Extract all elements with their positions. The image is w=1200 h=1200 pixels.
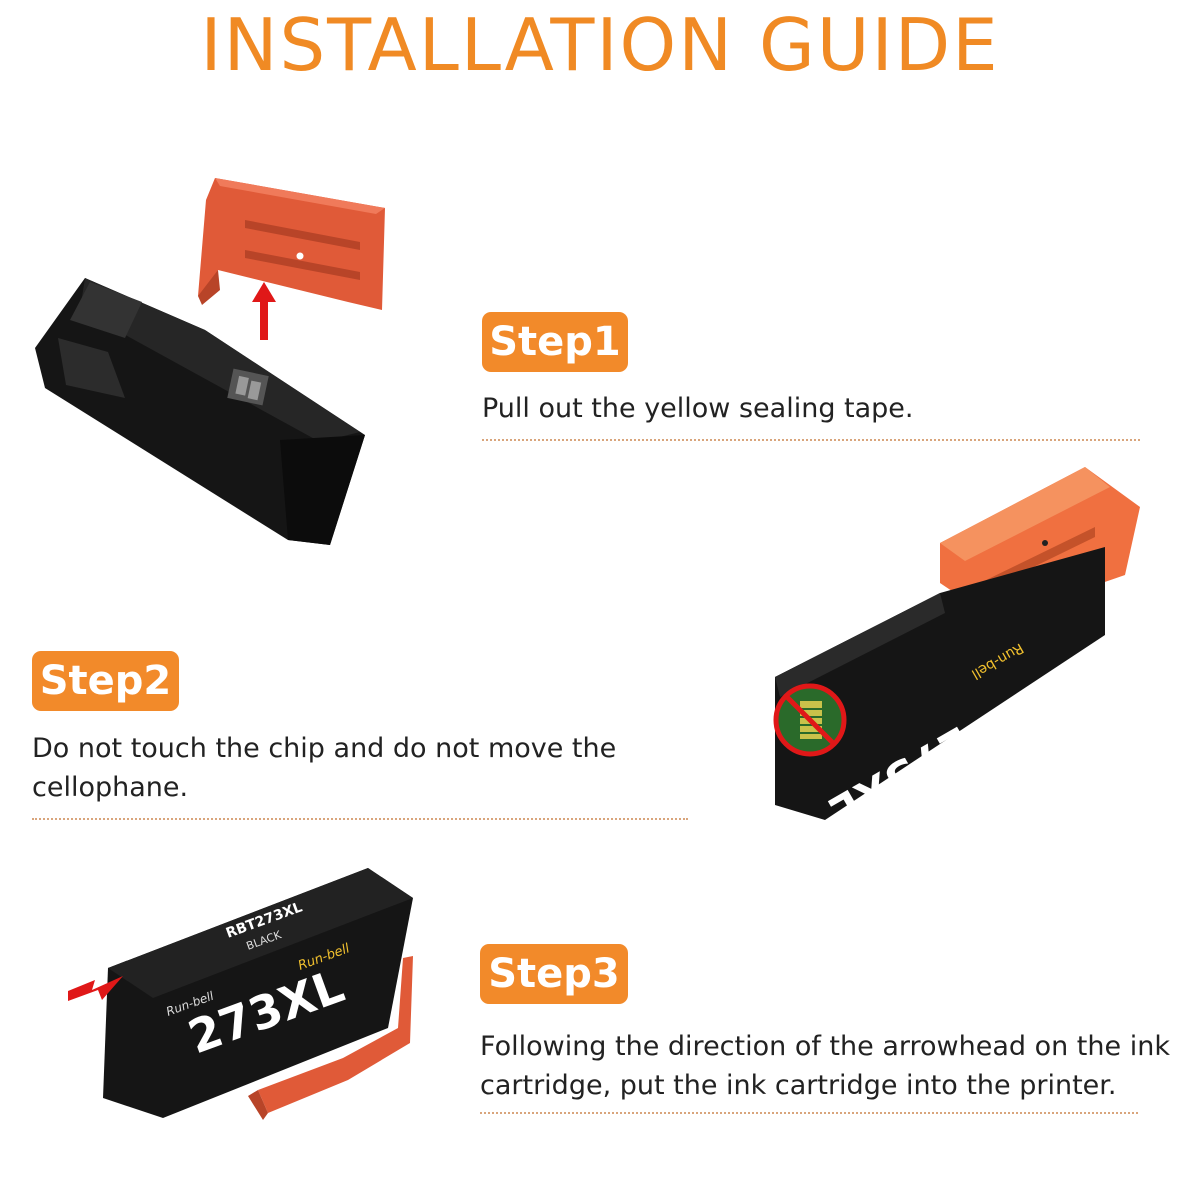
orange-clip <box>198 178 385 310</box>
step1-badge: Step1 <box>482 312 628 372</box>
do-not-touch-chip-icon <box>773 683 847 757</box>
left-arrow-icon <box>68 976 123 1001</box>
step1-divider <box>482 439 1140 441</box>
orange-clip <box>248 956 413 1120</box>
step2-badge: Step2 <box>32 651 179 711</box>
cartridge-body <box>35 278 365 545</box>
step2-divider <box>32 818 688 820</box>
step1-text: Pull out the yellow sealing tape. <box>482 393 914 424</box>
step2-text: Do not touch the chip and do not move th… <box>32 733 617 803</box>
step3-badge: Step3 <box>480 944 628 1004</box>
cartridge-body: 273XL RBT273XL BLACK Run-bell Run-bell <box>103 868 413 1118</box>
up-arrow-icon <box>252 282 276 340</box>
page-title: INSTALLATION GUIDE <box>200 3 1000 87</box>
step3-text: Following the direction of the arrowhead… <box>480 1031 1170 1101</box>
step3-illustration: 273XL RBT273XL BLACK Run-bell Run-bell <box>68 868 413 1120</box>
step1-illustration <box>35 178 385 545</box>
step2-illustration: 273XL Run-bell <box>773 467 1140 837</box>
step3-divider <box>480 1112 1138 1114</box>
